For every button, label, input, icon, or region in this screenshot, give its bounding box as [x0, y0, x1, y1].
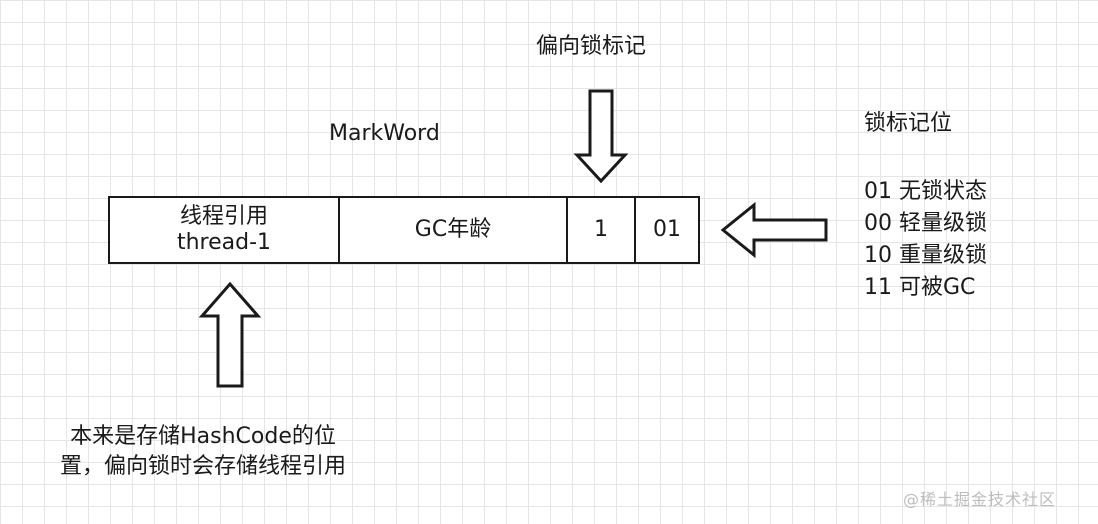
- hashcode-note: 本来是存储HashCode的位 置，偏向锁时会存储线程引用: [60, 422, 346, 482]
- lock-bits-item: 00 轻量级锁: [864, 211, 987, 236]
- lock-bits-title: 锁标记位: [864, 111, 953, 136]
- lock-bits-item: 01 无锁状态: [864, 179, 987, 204]
- hashcode-note-line2: 置，偏向锁时会存储线程引用: [60, 454, 347, 479]
- gc-age-cell: GC年龄: [340, 198, 568, 262]
- up-arrow-icon: [198, 281, 262, 388]
- left-arrow-icon: [720, 201, 828, 259]
- biased-lock-flag-label: 偏向锁标记: [536, 34, 647, 59]
- lock-bits-list: 01 无锁状态 00 轻量级锁 10 重量级锁 11 可被GC: [864, 176, 987, 304]
- markword-box: 线程引用 thread-1 GC年龄 1 01: [108, 196, 700, 264]
- lock-bits-cell: 01: [636, 198, 698, 262]
- thread-reference-label: 线程引用: [179, 204, 268, 229]
- biased-bit-cell: 1: [568, 198, 636, 262]
- watermark: @稀土掘金技术社区: [903, 490, 1057, 509]
- hashcode-note-line1: 本来是存储HashCode的位: [70, 424, 336, 449]
- gc-age-label: GC年龄: [414, 217, 492, 242]
- markword-label: MarkWord: [329, 121, 440, 146]
- lock-bits-item: 10 重量级锁: [864, 243, 987, 268]
- biased-bit-value: 1: [594, 217, 608, 242]
- down-arrow-icon: [573, 89, 629, 184]
- lock-bits-item: 11 可被GC: [864, 275, 976, 300]
- thread-id-label: thread-1: [176, 230, 272, 255]
- lock-bits-value: 01: [653, 217, 681, 242]
- thread-reference-cell: 线程引用 thread-1: [110, 198, 340, 262]
